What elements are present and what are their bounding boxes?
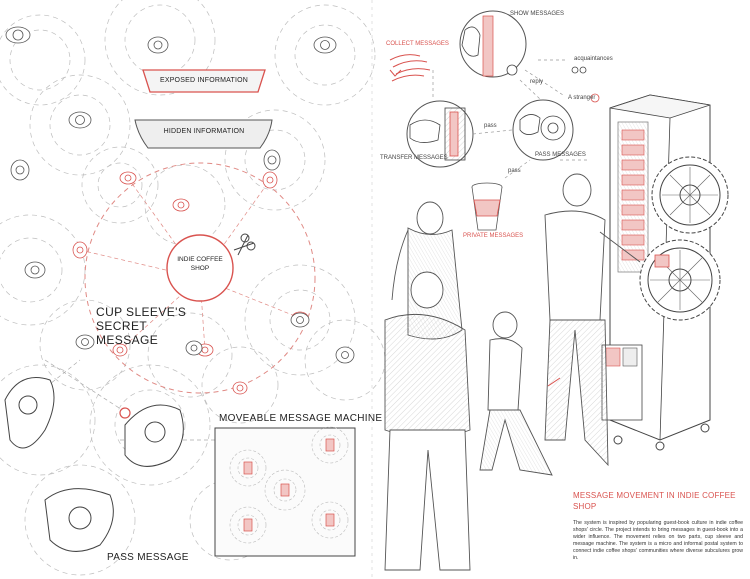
stranger-label: A stranger (568, 95, 596, 101)
pass-label-2: pass (508, 168, 521, 174)
transfer-messages-label: TRANSFER MESSAGES (380, 155, 448, 161)
show-messages-detail (461, 15, 518, 77)
scissors-icon (233, 233, 256, 256)
coffee-shop-label: INDIE COFFEE SHOP (177, 256, 223, 272)
flow-arrows (432, 59, 590, 179)
large-person-figures (4, 377, 184, 552)
pass-messages-detail (519, 114, 566, 141)
person-icons-red (72, 171, 309, 419)
coffee-cup-icon (471, 182, 503, 231)
machine-plan-circles (229, 426, 349, 544)
show-messages-label: SHOW MESSAGES (510, 11, 565, 17)
machine-title: MOVEABLE MESSAGE MACHINE (219, 413, 383, 424)
private-messages-label: PRIVATE MESSAGES (463, 233, 524, 239)
older-woman-figure (384, 271, 471, 571)
gear-hub-red (654, 254, 670, 268)
acquaintance-icons (571, 66, 600, 103)
child-figure (479, 311, 553, 476)
hidden-information-bar (134, 119, 273, 149)
pass-messages-label: PASS MESSAGES (535, 152, 586, 158)
transfer-messages-detail (409, 107, 466, 161)
coffee-shop-radius (84, 162, 316, 394)
adult-man-figure (544, 173, 641, 467)
collect-messages-label: COLLECT MESSAGES (386, 41, 449, 47)
pass-label-1: pass (484, 123, 497, 129)
indie-coffee-shop-circle (166, 234, 234, 302)
hidden-information-label: HIDDEN INFORMATION (163, 128, 245, 135)
machine-plan-units (243, 438, 335, 532)
cup-sleeves-icon (389, 54, 431, 82)
gear-spokes (650, 167, 718, 310)
reply-label: reply (530, 79, 544, 85)
acquaintances-label: acquaintances (574, 56, 613, 62)
exposed-information-bar (142, 69, 266, 93)
pass-message-label: PASS MESSAGE (107, 552, 189, 563)
description-body: The system is inspired by popularing gue… (573, 520, 743, 561)
person-icons-grey (5, 26, 355, 364)
description-title: MESSAGE MOVEMENT IN INDIE COFFEE SHOP (573, 491, 736, 511)
exposed-information-label: EXPOSED INFORMATION (159, 77, 249, 84)
red-arrows (389, 69, 561, 387)
main-title: CUP SLEEVE'S SECRET MESSAGE (96, 305, 187, 347)
